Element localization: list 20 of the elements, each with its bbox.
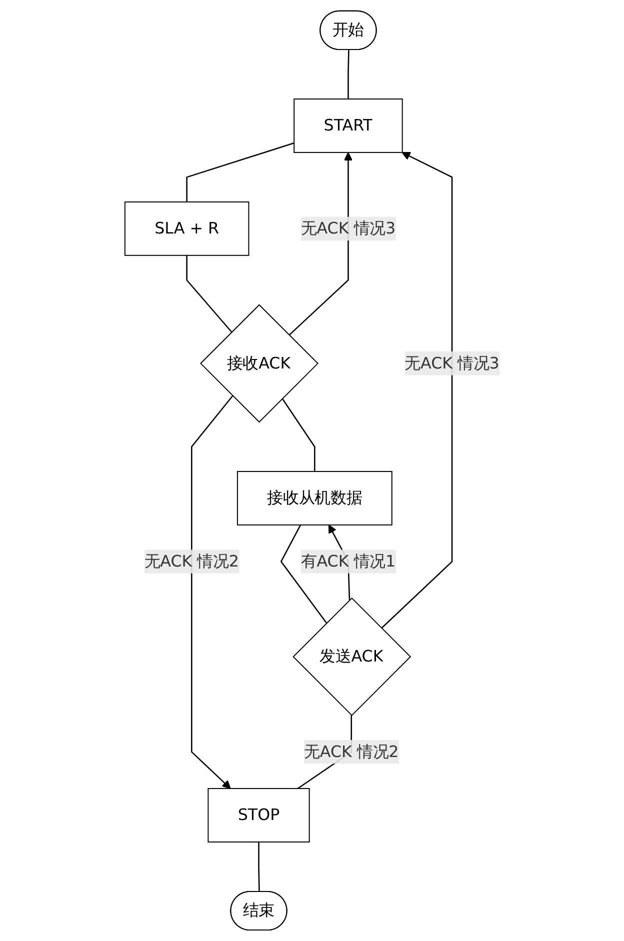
connector bbox=[186, 255, 232, 332]
node-box: STOP bbox=[208, 788, 310, 842]
node-box: SLA + R bbox=[124, 201, 250, 256]
connector bbox=[280, 524, 327, 624]
edge-label: 无ACK 情况3 bbox=[300, 218, 396, 238]
edge-label: 无ACK 情况2 bbox=[304, 742, 399, 761]
node-diamond: 接收ACK bbox=[200, 304, 318, 423]
edge-label: 有ACK 情况1 bbox=[300, 552, 396, 570]
connector bbox=[186, 142, 294, 202]
arrow bbox=[190, 395, 233, 789]
edge-label: 无ACK 情况3 bbox=[404, 354, 500, 372]
connector bbox=[347, 50, 350, 99]
node-box: START bbox=[293, 98, 403, 153]
connector bbox=[258, 842, 260, 892]
arrow bbox=[380, 152, 453, 629]
edge-label: 无ACK 情况2 bbox=[144, 552, 239, 570]
arrow bbox=[288, 152, 352, 336]
node-diamond: 发送ACK bbox=[292, 597, 411, 716]
connector bbox=[282, 398, 316, 472]
node-box: 接收从机数据 bbox=[236, 470, 392, 526]
